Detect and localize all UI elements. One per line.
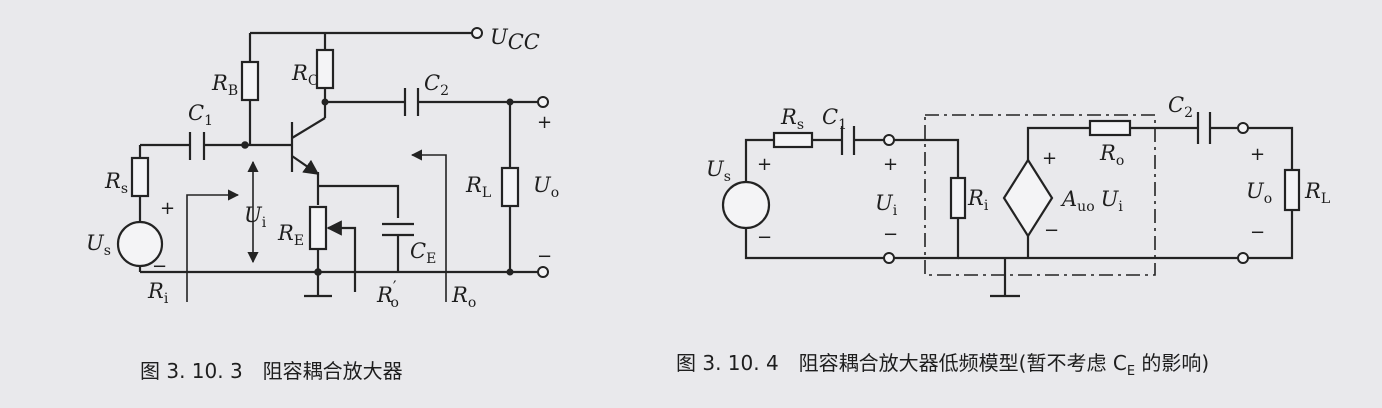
emitter-wire — [316, 172, 400, 218]
rl-resistor — [500, 166, 520, 208]
input-plus-terminal — [883, 134, 895, 146]
transistor-emitter-lead — [291, 155, 320, 175]
source-minus-sign: − — [152, 256, 167, 277]
rs-label: Rs — [104, 169, 128, 197]
dep-plus-sign: + — [1042, 148, 1057, 169]
re-resistor — [308, 205, 328, 251]
ri-resistor-right — [949, 176, 967, 220]
rc-resistor — [315, 48, 335, 90]
uo-label-right: Uo — [1246, 179, 1272, 207]
rb-resistor — [240, 60, 260, 102]
input-minus-terminal — [883, 252, 895, 264]
c2-label: C2 — [424, 71, 449, 99]
us-label-right: Us — [706, 157, 731, 185]
rs-resistor — [130, 156, 150, 198]
rb-label: RB — [211, 71, 238, 99]
ui-label-right: Ui — [875, 191, 898, 219]
rs-resistor-right — [772, 131, 814, 149]
input-minus-sign: − — [883, 224, 898, 245]
ce-capacitor — [382, 222, 414, 237]
rl-wire-right — [1248, 126, 1294, 260]
rl-label: RL — [465, 173, 491, 201]
source-us — [116, 220, 164, 268]
dependent-source-wire — [958, 126, 1238, 260]
output-plus-terminal — [537, 96, 549, 108]
ucc-label: UCC — [490, 25, 540, 54]
output-plus-sign-right: + — [1250, 144, 1265, 165]
output-minus-terminal — [537, 266, 549, 278]
ui-label: Ui — [244, 203, 267, 231]
output-minus-sign: − — [537, 246, 552, 267]
ri-label: Ri — [147, 279, 169, 307]
rl-bottom-node — [506, 268, 514, 276]
ground-symbol — [304, 272, 332, 298]
output-minus-sign-right: − — [1250, 222, 1265, 243]
ro-arrow — [410, 149, 447, 302]
ro-prime-label: R′o — [376, 277, 399, 311]
source-wire-right — [744, 138, 884, 260]
re-label: RE — [277, 221, 304, 249]
uo-label: Uo — [533, 173, 559, 201]
c1-label-right: C1 — [822, 105, 847, 133]
source-us-right — [721, 180, 771, 230]
input-plus-sign: + — [883, 154, 898, 175]
c2-capacitor — [403, 88, 420, 116]
c1-capacitor — [188, 132, 206, 160]
caption-left: 图 3. 10. 3 阻容耦合放大器 — [140, 359, 403, 383]
ce-label: CE — [410, 239, 436, 267]
output-plus-terminal-right — [1237, 122, 1249, 134]
ro-resistor-right — [1088, 119, 1132, 137]
collector-node — [321, 98, 329, 106]
rl-resistor-right — [1283, 168, 1301, 212]
c1-capacitor-right — [840, 126, 856, 155]
source-minus-sign-right: − — [757, 227, 772, 248]
ri-arrow — [186, 189, 240, 302]
c2-label-right: C2 — [1168, 93, 1193, 121]
rl-top-node — [506, 98, 514, 106]
c2-capacitor-right — [1196, 112, 1212, 144]
c1-label: C1 — [188, 101, 213, 129]
source-plus-sign-right: + — [757, 154, 772, 175]
rs-label-right: Rs — [780, 105, 804, 133]
re-wiper — [326, 220, 357, 292]
ri-label-right: Ri — [967, 186, 989, 214]
figure-3-10-3: UCC RB RC C2 + C1 Rs Us + − — [86, 25, 559, 311]
amplifier-boundary — [924, 114, 1156, 276]
ro-label: Ro — [451, 283, 476, 311]
transistor-collector-lead — [291, 117, 326, 139]
rc-label: RC — [291, 61, 319, 89]
rl-label-right: RL — [1304, 179, 1330, 207]
input-wire-right — [894, 138, 960, 260]
base-node — [241, 141, 249, 149]
us-label: Us — [86, 231, 111, 259]
ro-label-right: Ro — [1099, 141, 1124, 169]
ground-symbol-right — [990, 258, 1020, 298]
output-minus-terminal-right — [1237, 252, 1249, 264]
ucc-terminal — [471, 27, 483, 39]
source-plus-sign: + — [160, 198, 175, 219]
dep-minus-sign: − — [1044, 220, 1059, 241]
output-plus-sign: + — [537, 112, 552, 133]
caption-right: 图 3. 10. 4 阻容耦合放大器低频模型(暂不考虑 CE 的影响) — [676, 351, 1209, 379]
